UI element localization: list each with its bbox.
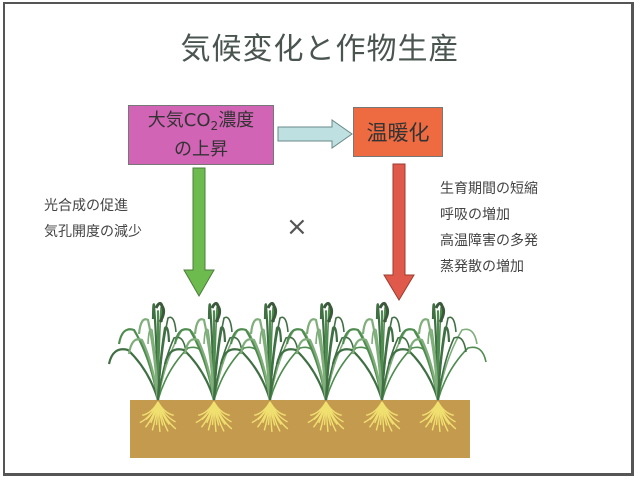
co2-subscript: 2 xyxy=(210,119,219,133)
co2-box-line1: 大気CO2濃度 xyxy=(148,109,254,138)
crop-illustration xyxy=(107,301,487,458)
leaf xyxy=(351,338,384,401)
root xyxy=(213,401,230,417)
leaf xyxy=(381,346,431,401)
leaf xyxy=(157,346,207,401)
leaf xyxy=(380,326,395,401)
leaf xyxy=(213,336,243,401)
leaf xyxy=(183,338,216,401)
connector-arrow xyxy=(277,119,353,149)
slide-frame xyxy=(3,2,634,476)
warming-effect-arrow xyxy=(383,163,415,301)
leaf xyxy=(295,338,328,401)
co2-effect-item: 気孔開度の減少 xyxy=(44,224,142,240)
leaf xyxy=(268,326,283,401)
rice-ear xyxy=(154,301,166,323)
leaf xyxy=(269,336,299,401)
leaf xyxy=(107,348,160,401)
leaf xyxy=(437,336,467,401)
root xyxy=(437,401,454,417)
leaf xyxy=(427,328,439,401)
leaf xyxy=(325,346,375,401)
co2-effect-item: 光合成の促進 xyxy=(44,198,128,214)
rice-ear xyxy=(322,301,334,323)
warming-effect-item: 呼吸の増加 xyxy=(440,207,510,223)
warming-effect-item: 生育期間の短縮 xyxy=(440,181,538,197)
co2-box-prefix: 大気CO xyxy=(147,110,211,131)
co2-increase-box: 大気CO2濃度 の上昇 xyxy=(128,105,274,165)
rice-ear xyxy=(210,301,222,323)
warming-effects-list: 生育期間の短縮 呼吸の増加 高温障害の多発 蒸発散の増加 xyxy=(440,176,538,280)
leaf xyxy=(387,348,440,401)
leaf xyxy=(156,326,171,401)
co2-box-suffix: 濃度 xyxy=(218,110,255,131)
leaf xyxy=(127,338,160,401)
leaf xyxy=(259,328,271,401)
rice-ear xyxy=(378,301,390,323)
leaf xyxy=(325,336,355,401)
leaf xyxy=(436,326,451,401)
leaf xyxy=(239,338,272,401)
rice-plant xyxy=(387,301,487,433)
root xyxy=(381,401,398,417)
co2-effect-arrow xyxy=(183,167,215,298)
leaf xyxy=(213,346,263,401)
leaf xyxy=(275,348,328,401)
multiply-symbol: × xyxy=(286,212,308,242)
rice-ear xyxy=(434,301,446,323)
leaf xyxy=(371,328,383,401)
warming-effect-item: 高温障害の多発 xyxy=(440,233,538,249)
leaf xyxy=(219,348,272,401)
leaf xyxy=(269,346,319,401)
rice-ear xyxy=(266,301,278,323)
co2-effects-list: 光合成の促進 気孔開度の減少 xyxy=(44,193,142,245)
leaf xyxy=(331,348,384,401)
root xyxy=(269,401,286,417)
leaf xyxy=(437,346,487,401)
rice-plant xyxy=(107,301,207,433)
leaf xyxy=(381,336,411,401)
soil xyxy=(130,400,470,458)
warming-effect-item: 蒸発散の増加 xyxy=(440,259,524,275)
root xyxy=(325,401,342,417)
warming-box: 温暖化 xyxy=(353,107,443,157)
root xyxy=(157,401,174,417)
leaf xyxy=(437,328,478,401)
leaf xyxy=(315,328,327,401)
leaf xyxy=(407,338,440,401)
leaf xyxy=(157,336,187,401)
leaf xyxy=(212,326,227,401)
rice-plant xyxy=(163,301,263,433)
leaf xyxy=(147,328,159,401)
leaf xyxy=(203,328,215,401)
co2-box-line2: の上昇 xyxy=(174,139,228,160)
leaf xyxy=(163,348,216,401)
leaf xyxy=(324,326,339,401)
slide-title: 気候変化と作物生産 xyxy=(180,32,460,67)
